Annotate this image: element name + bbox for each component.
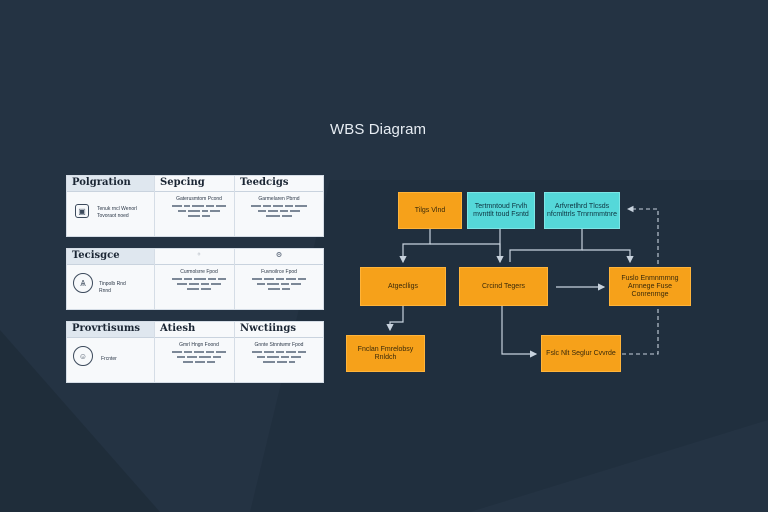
card-provrtisums[interactable]: Provrtisums ☺ Frcnter bbox=[66, 321, 156, 383]
card-teedcigs[interactable]: Teedcigs Garmelaren Pbrnd bbox=[234, 175, 324, 237]
card-sepcing[interactable]: Sepcing Gaterusmtom Pcond bbox=[154, 175, 244, 237]
node-fuslo-enmnmrnng[interactable]: Fuslo Enmnmrnng Arnnege Fuse Conrenrnge bbox=[609, 267, 691, 306]
card-title: Provrtisums bbox=[67, 322, 155, 338]
diagram-title: WBS Diagram bbox=[330, 121, 427, 138]
card-subtitle: Gmrl Hngn Foond bbox=[179, 342, 219, 348]
connector-n1-n4 bbox=[399, 229, 431, 264]
card-nwctiings[interactable]: Nwctiings Gnnte Stnntwmr Fpod bbox=[234, 321, 324, 383]
node-atgeclligs[interactable]: Atgeclligs bbox=[360, 267, 446, 306]
image-icon: ▣ bbox=[75, 204, 89, 218]
card-subtitle: Garmelaren Pbrnd bbox=[258, 196, 300, 202]
card-subtitle: Fuvnoilrce Fpod bbox=[261, 269, 297, 275]
card-middle-2[interactable]: ◦ Curmolsrre Fpod bbox=[154, 248, 244, 310]
card-title: Nwctiings bbox=[235, 322, 323, 338]
connector-n3-n6 bbox=[582, 249, 634, 264]
card-header-blank: ◦ bbox=[155, 249, 243, 265]
card-right-2[interactable]: ⊙ Fuvnoilrce Fpod bbox=[234, 248, 324, 310]
card-title: Teedcigs bbox=[235, 176, 323, 192]
card-title: Tecisgce bbox=[67, 249, 155, 265]
card-icon-text: Rnnd bbox=[99, 288, 111, 294]
node-fnclan[interactable]: Fnclan Fmrelobsy Rnldch bbox=[346, 335, 425, 372]
connector-n1-n5 bbox=[430, 243, 504, 264]
card-tecisgce[interactable]: Tecisgce Ѧ Tinpolb Rnd Rnnd bbox=[66, 248, 156, 310]
card-polgration[interactable]: Polgration ▣ Tenuk rncl Wenorl Tovoraot … bbox=[66, 175, 156, 237]
node-arfvretlhrd[interactable]: Arfvretlhrd Tlcsds nfcmlttrls Trnrnmmtnr… bbox=[544, 192, 620, 229]
card-atiesh[interactable]: Atiesh Gmrl Hngn Foond bbox=[154, 321, 244, 383]
node-crcind-tegers[interactable]: Crcind Tegers bbox=[459, 267, 548, 306]
card-icon-text: Frcnter bbox=[101, 356, 117, 362]
card-icon-text: Tenuk rncl Wenorl bbox=[97, 206, 137, 212]
card-subtitle: Gaterusmtom Pcond bbox=[176, 196, 222, 202]
person-icon: ☺ bbox=[73, 346, 93, 366]
node-tilgs-vlnd[interactable]: Tilgs Vlnd bbox=[398, 192, 462, 229]
card-header-blank: ⊙ bbox=[235, 249, 323, 265]
node-tertmntoud[interactable]: Tertmntoud Frvlh mvnttlt toud Fsntd bbox=[467, 192, 535, 229]
card-icon-text: Tovoraot noed bbox=[97, 213, 129, 219]
card-subtitle: Curmolsrre Fpod bbox=[180, 269, 218, 275]
compass-icon: Ѧ bbox=[73, 273, 93, 293]
node-fslc-nlt[interactable]: Fslc Nlt Seglur Cvvrde bbox=[541, 335, 621, 372]
card-title: Polgration bbox=[67, 176, 155, 192]
card-icon-text: Tinpolb Rnd bbox=[99, 281, 126, 287]
card-subtitle: Gnnte Stnntwmr Fpod bbox=[254, 342, 304, 348]
connector-n5-n8 bbox=[501, 305, 538, 358]
card-title: Sepcing bbox=[155, 176, 243, 192]
connector-n4-n7 bbox=[386, 305, 404, 332]
connector-n3-n5 bbox=[509, 229, 583, 262]
card-title: Atiesh bbox=[155, 322, 243, 338]
